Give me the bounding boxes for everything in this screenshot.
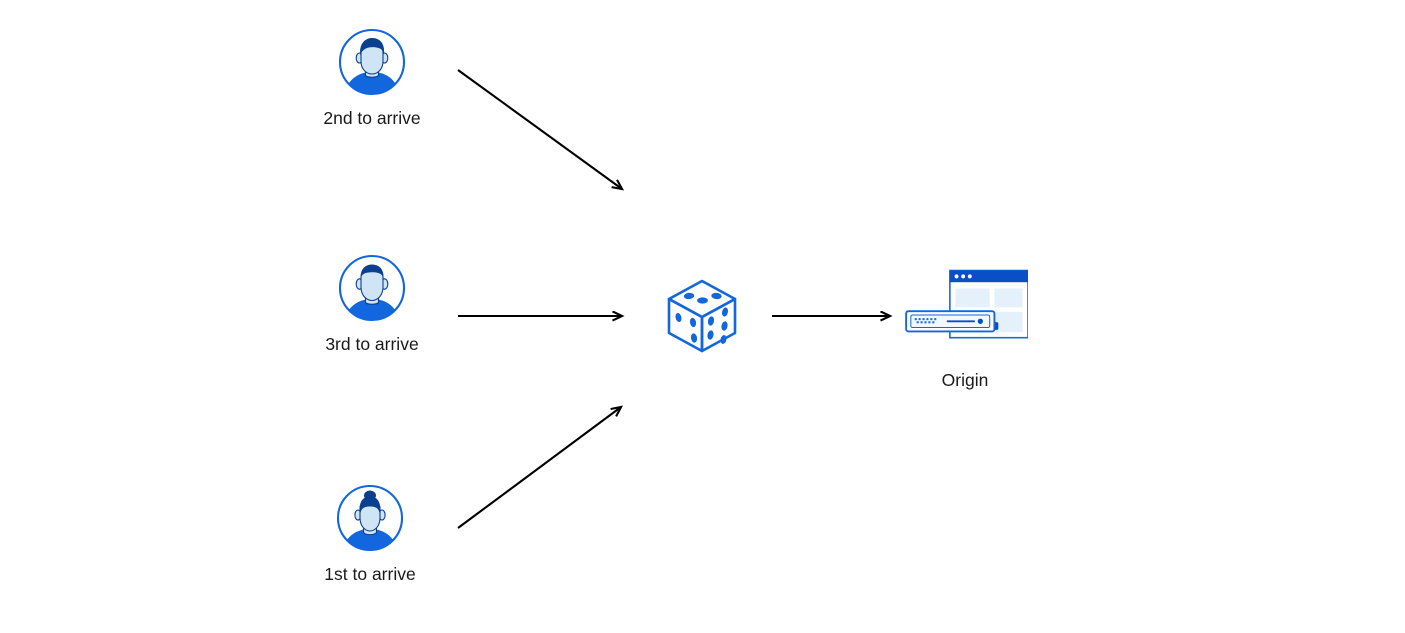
user-avatar-icon [336, 484, 404, 552]
node-label-client-3rd: 3rd to arrive [325, 334, 419, 354]
node-lottery-dice[interactable] [659, 272, 745, 358]
node-client-2nd[interactable]: 2nd to arrive [312, 28, 432, 129]
dice-icon [667, 279, 737, 353]
node-label-client-2nd: 2nd to arrive [323, 108, 421, 128]
server-router-icon [904, 310, 998, 333]
edge-2nd-to-dice [457, 69, 622, 189]
edge-1st-to-dice [457, 407, 621, 529]
node-client-3rd[interactable]: 3rd to arrive [312, 254, 432, 355]
node-label-origin: Origin [941, 370, 989, 390]
node-client-1st[interactable]: 1st to arrive [310, 484, 430, 585]
node-origin[interactable]: Origin [885, 258, 1045, 391]
user-avatar-icon [338, 28, 406, 96]
origin-server-icon [904, 269, 1028, 339]
node-label-client-1st: 1st to arrive [324, 564, 416, 584]
user-avatar-icon [338, 254, 406, 322]
